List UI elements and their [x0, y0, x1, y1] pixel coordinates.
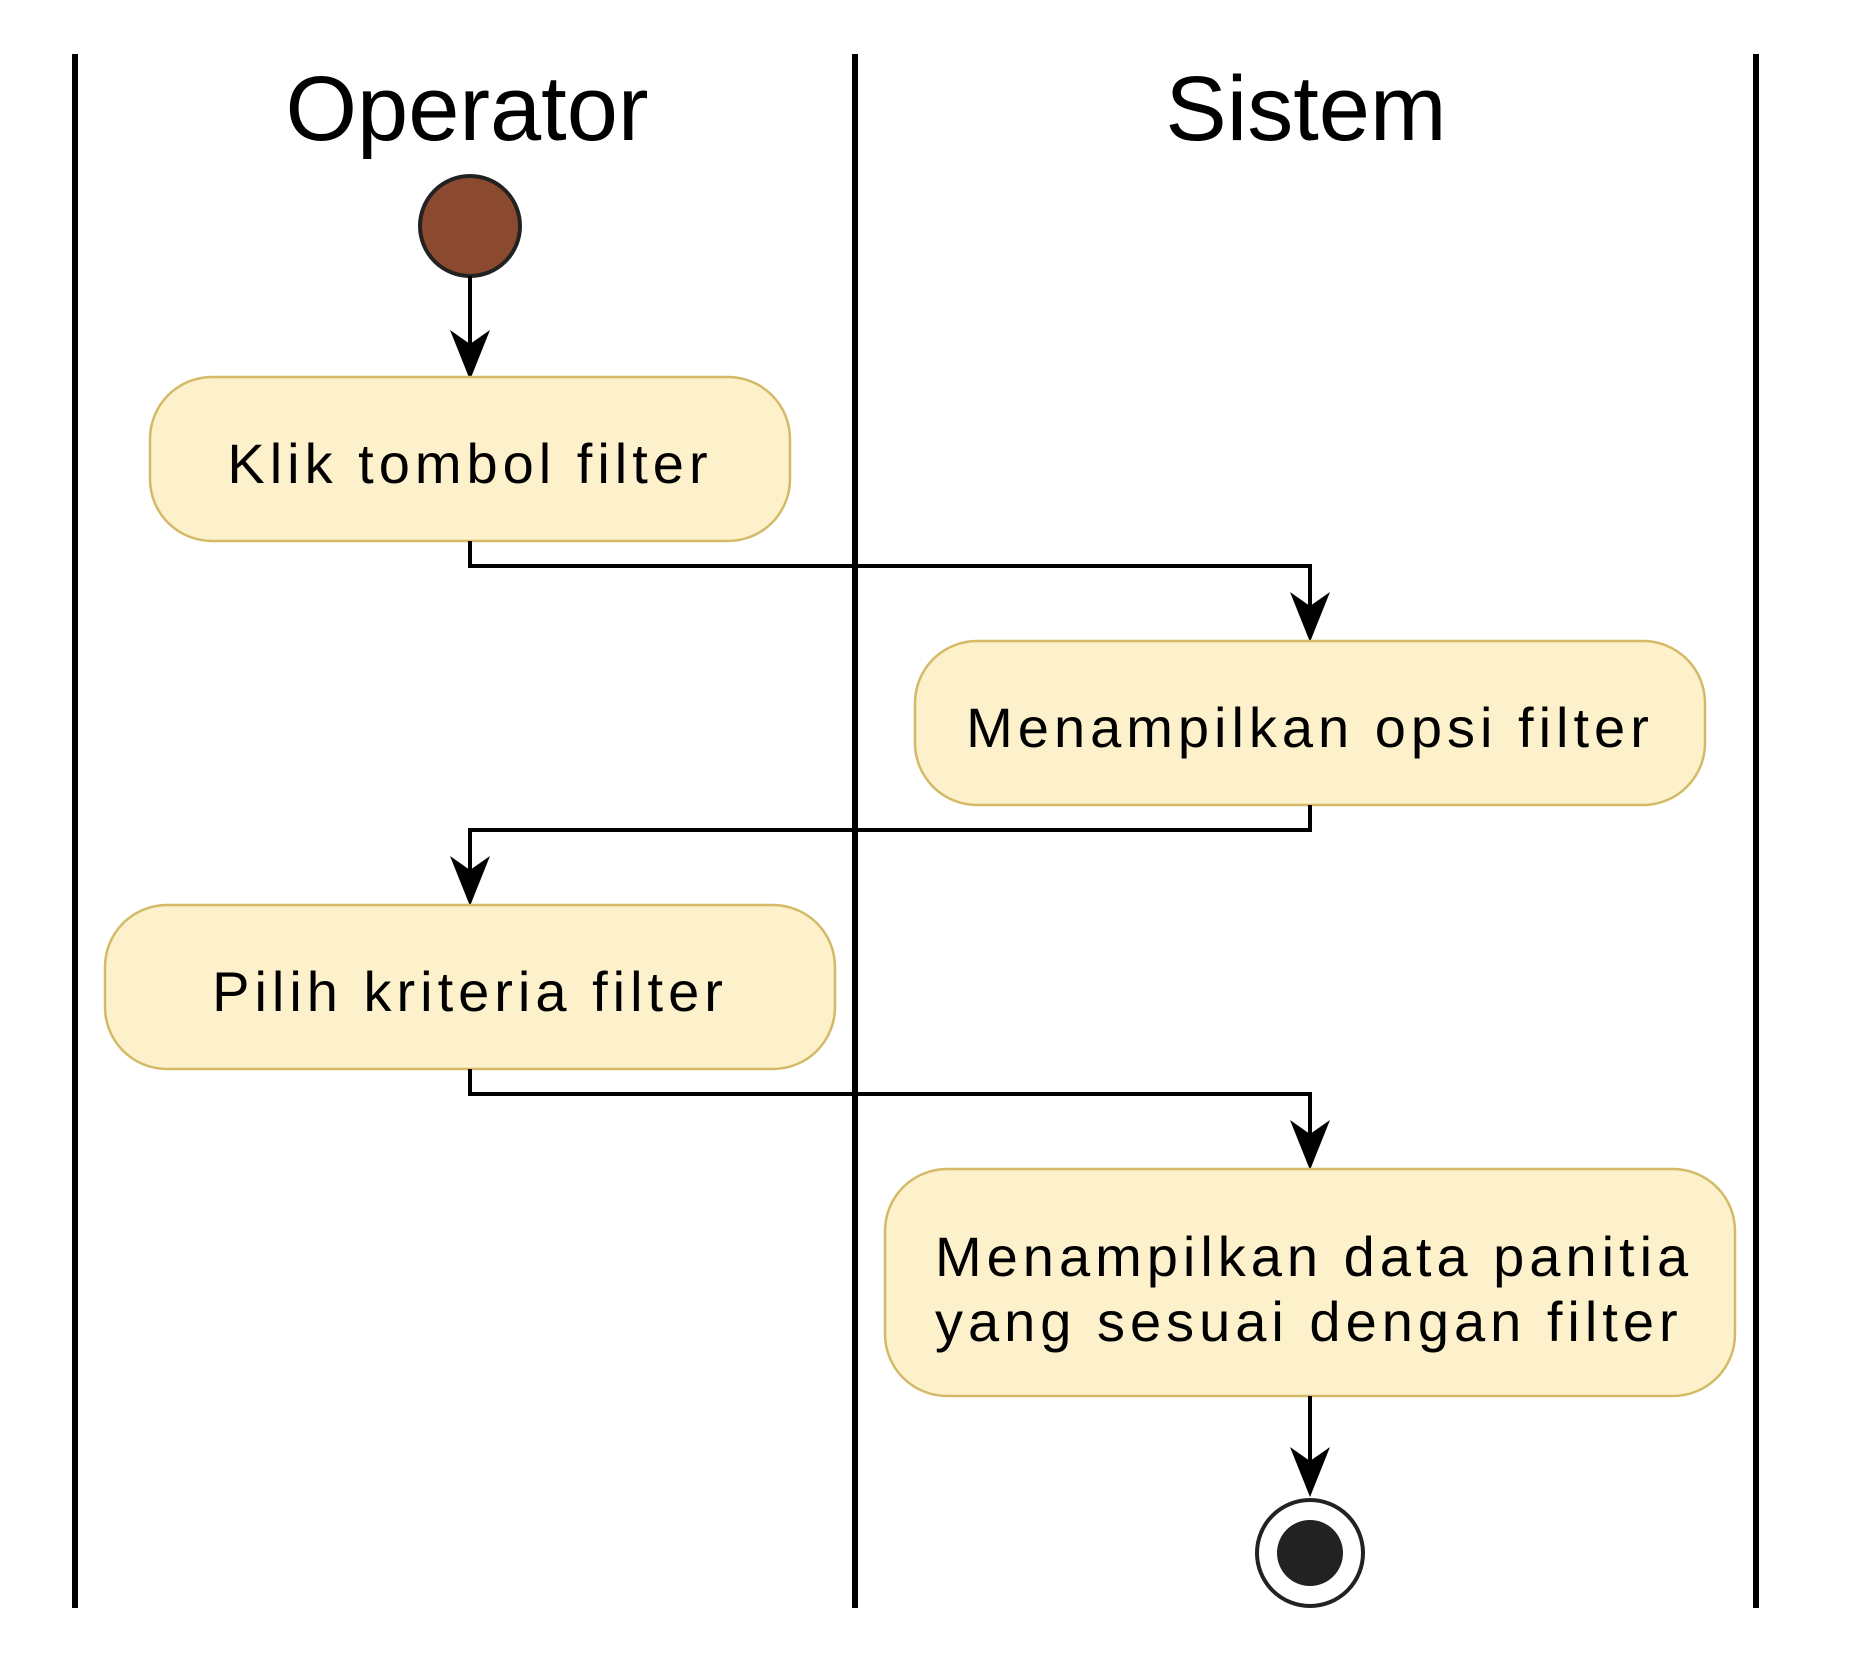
activity-menampilkan-opsi-filter: Menampilkan opsi filter — [913, 639, 1707, 807]
final-node-icon — [1255, 1498, 1365, 1608]
flow-klik-to-opsi — [468, 541, 1312, 635]
arrowhead-icon — [450, 330, 490, 380]
activity-label: Menampilkan opsi filter — [966, 696, 1654, 759]
activity-label-line-1: Menampilkan data panitia — [935, 1225, 1693, 1288]
flow-pilih-to-data — [468, 1069, 1312, 1163]
activity-label: Klik tombol filter — [227, 432, 712, 495]
arrowhead-icon — [450, 856, 490, 906]
lane-title-operator: Operator — [285, 58, 648, 160]
initial-node-icon — [418, 174, 522, 278]
flow-opsi-to-pilih — [468, 805, 1312, 899]
activity-klik-tombol-filter: Klik tombol filter — [148, 375, 792, 543]
activity-pilih-kriteria-filter: Pilih kriteria filter — [103, 903, 837, 1071]
arrowhead-icon — [1290, 1447, 1330, 1497]
lane-title-sistem: Sistem — [1165, 58, 1446, 160]
activity-label-line-2: yang sesuai dengan filter — [935, 1290, 1683, 1353]
arrowhead-icon — [1290, 592, 1330, 642]
arrowhead-icon — [1290, 1120, 1330, 1170]
activity-menampilkan-data-panitia: Menampilkan data panitia yang sesuai den… — [883, 1167, 1737, 1398]
activity-label: Pilih kriteria filter — [212, 960, 728, 1023]
